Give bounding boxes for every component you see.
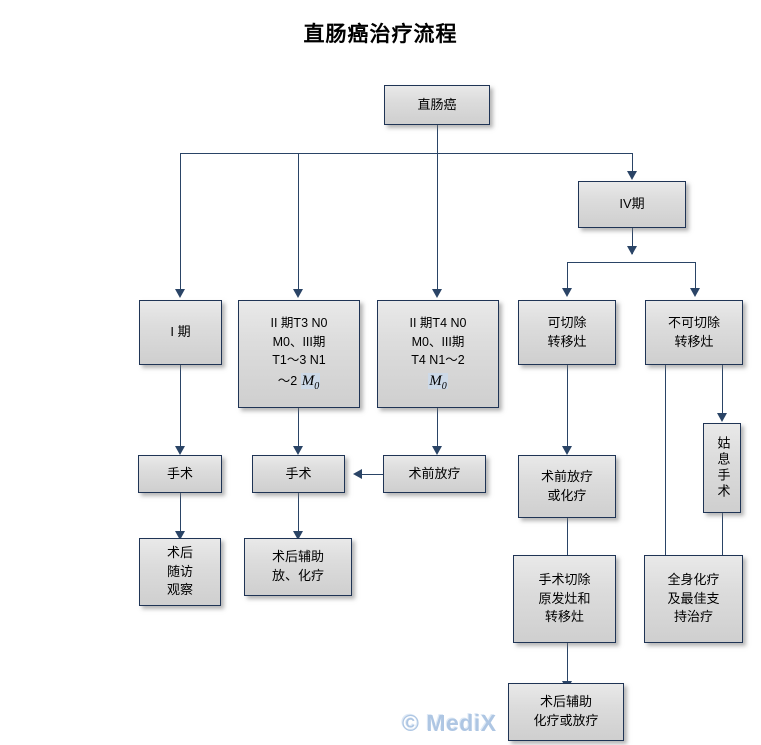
connector-palliative-systemic — [722, 513, 723, 563]
connector-stage4-bus — [567, 262, 696, 263]
connector-to-stage4 — [632, 153, 633, 173]
connector-stage2t3-surgery — [298, 408, 299, 448]
arrowhead-stage2t3-surgery — [293, 446, 303, 455]
node-surgery-1[interactable]: 手术 — [138, 455, 222, 493]
node-stage-1[interactable]: I 期 — [139, 300, 222, 365]
connector-unresectable-systemic — [665, 365, 666, 563]
stage2t4-m0: M0 — [428, 373, 448, 393]
node-root[interactable]: 直肠癌 — [384, 85, 490, 125]
connector-surgery2-adjuvant — [298, 493, 299, 533]
arrowhead-surgery2-adjuvant — [293, 531, 303, 540]
arrowhead-to-stage1 — [175, 289, 185, 298]
arrowhead-to-stage2t4 — [432, 289, 442, 298]
node-postop-adjuvant-radio-chemo[interactable]: 术后辅助 放、化疗 — [244, 538, 352, 596]
node-resect-primary-and-mets[interactable]: 手术切除 原发灶和 转移灶 — [513, 555, 616, 643]
node-preop-radiotherapy[interactable]: 术前放疗 — [383, 455, 486, 493]
connector-to-unresectable — [695, 262, 696, 290]
node-stage-2-t4[interactable]: II 期T4 N0 M0、III期 T4 N1〜2 M0 — [377, 300, 499, 408]
node-palliative-surgery[interactable]: 姑息手术 — [703, 423, 741, 513]
arrowhead-stage4-stem — [627, 246, 637, 255]
arrowhead-to-stage4 — [627, 171, 637, 180]
connector-stage4-stem — [632, 228, 633, 254]
stage2t3-line4: 〜2 — [277, 374, 298, 389]
watermark-brand: MediX — [426, 710, 497, 736]
stage2t4-line1: II 期T4 N0 — [409, 315, 467, 330]
connector-unresectable-palliative — [722, 365, 723, 415]
stage2t3-line3: T1〜3 N1 — [272, 353, 326, 368]
connector-resect-postop — [567, 643, 568, 683]
connector-to-resectable — [567, 262, 568, 290]
connector-surgery1-followup — [180, 493, 181, 533]
node-systemic-chemo-supportive[interactable]: 全身化疗 及最佳支 持治疗 — [644, 555, 743, 643]
arrowhead-preop-to-surgery2 — [353, 469, 362, 479]
connector-to-stage2t3 — [298, 153, 299, 291]
stage2t3-m0: M0 — [300, 373, 321, 393]
arrowhead-resectable-preop — [562, 446, 572, 455]
node-postop-followup[interactable]: 术后 随访 观察 — [139, 538, 221, 606]
arrowhead-to-unresectable — [690, 288, 700, 297]
arrowhead-to-stage2t3 — [293, 289, 303, 298]
connector-root-bus — [180, 153, 633, 154]
node-stage-4[interactable]: IV期 — [578, 181, 686, 228]
arrowhead-stage2t4-preop — [432, 446, 442, 455]
stage2t3-line1: II 期T3 N0 — [270, 315, 328, 330]
node-stage-2-t3[interactable]: II 期T3 N0 M0、III期 T1〜3 N1 〜2 M0 — [238, 300, 360, 408]
stage2t4-line2: M0、III期 — [411, 334, 465, 349]
arrowhead-unresectable-palliative — [717, 413, 727, 422]
node-resectable-mets[interactable]: 可切除 转移灶 — [518, 300, 616, 365]
arrowhead-to-resectable — [562, 288, 572, 297]
node-postop-adjuvant-chemo-radio[interactable]: 术后辅助 化疗或放疗 — [508, 683, 624, 741]
connector-root-stem — [437, 125, 438, 154]
stage2t4-line3: T4 N1〜2 — [411, 353, 465, 368]
watermark: © MediX — [402, 710, 497, 737]
node-surgery-2[interactable]: 手术 — [252, 455, 345, 493]
stage2t3-line2: M0、III期 — [272, 334, 326, 349]
copyright-symbol: © — [402, 710, 420, 736]
arrowhead-surgery1-followup — [175, 531, 185, 540]
connector-preopchemo-resect — [567, 518, 568, 563]
connector-preop-to-surgery2 — [362, 474, 386, 475]
page-title: 直肠癌治疗流程 — [303, 23, 458, 46]
node-unresectable-mets[interactable]: 不可切除 转移灶 — [645, 300, 743, 365]
arrowhead-stage1-surgery — [175, 446, 185, 455]
connector-to-stage1 — [180, 153, 181, 291]
node-preop-radio-or-chemo[interactable]: 术前放疗 或化疗 — [518, 455, 616, 518]
connector-to-stage2t4 — [437, 153, 438, 291]
connector-resectable-preop — [567, 365, 568, 448]
connector-stage2t4-preop — [437, 408, 438, 448]
connector-stage1-surgery — [180, 365, 181, 448]
